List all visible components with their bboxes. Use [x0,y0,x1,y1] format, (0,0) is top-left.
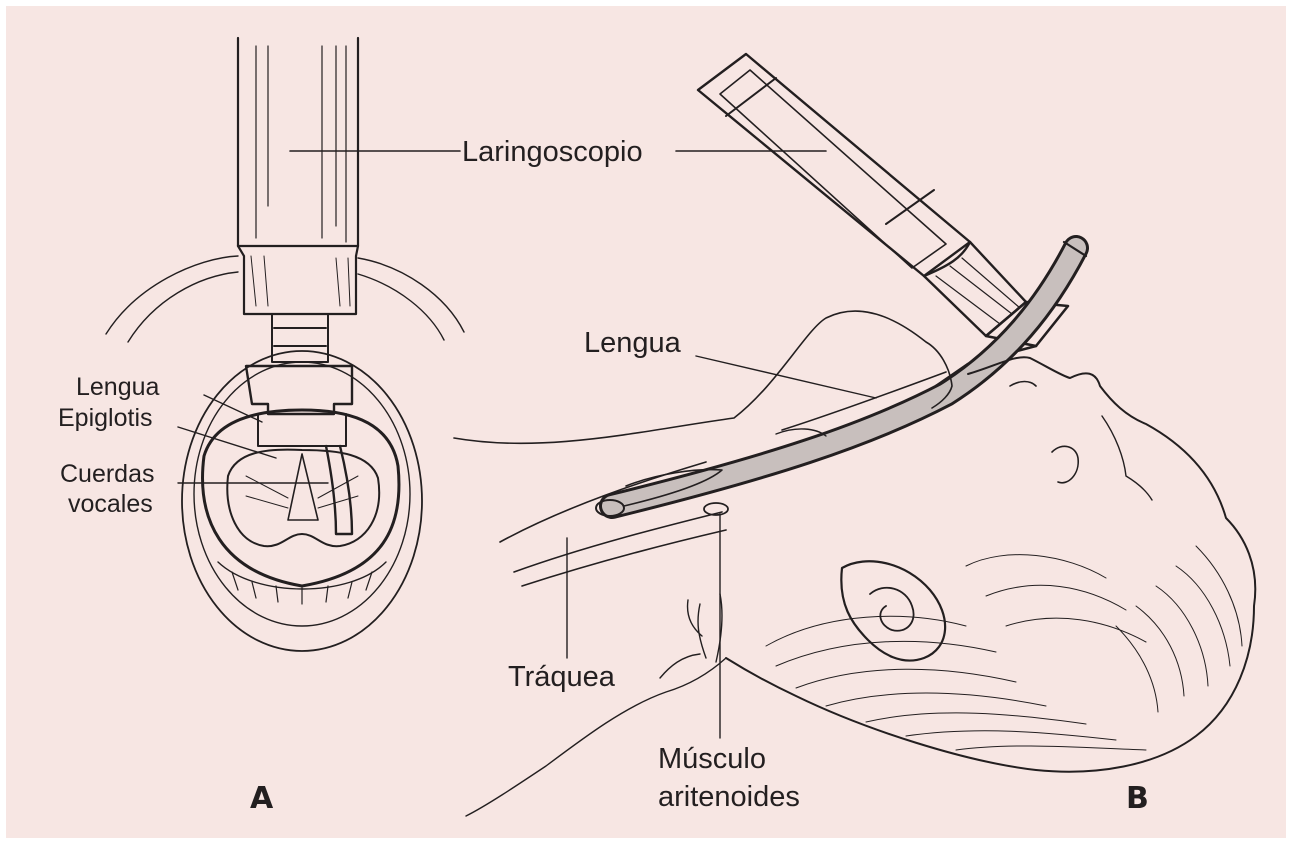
label-lengua-a: Lengua [76,373,160,401]
panel-letter-a: A [250,781,274,816]
label-laringoscopio: Laringoscopio [462,136,643,168]
label-traquea: Tráquea [508,661,616,693]
label-vocales: vocales [68,490,153,518]
label-musculo: Músculo [658,743,766,775]
panel-background [6,6,1286,838]
label-lengua-b: Lengua [584,327,682,359]
label-cuerdas: Cuerdas [60,460,155,488]
label-aritenoides: aritenoides [658,781,800,813]
illustration-panel: Lengua Epiglotis Cuerdas vocales A Larin… [6,6,1286,838]
label-epiglotis: Epiglotis [58,404,153,432]
panel-letter-b: B [1126,781,1149,816]
intubation-diagram: Lengua Epiglotis Cuerdas vocales A Larin… [6,6,1286,838]
